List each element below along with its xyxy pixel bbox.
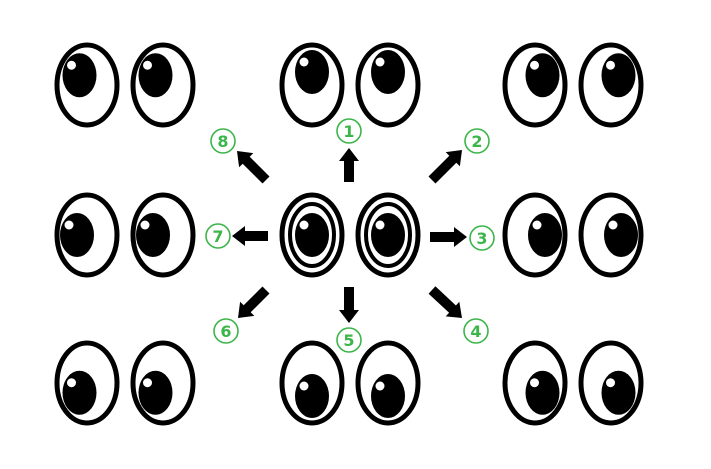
eyes-looking-right bbox=[502, 192, 644, 278]
pupil bbox=[295, 374, 329, 418]
pupil bbox=[371, 374, 405, 418]
number-label: 1 bbox=[343, 122, 354, 141]
pupil bbox=[525, 53, 560, 98]
arrow-down-right bbox=[428, 286, 462, 318]
pupil bbox=[62, 370, 97, 415]
number-circle bbox=[464, 128, 490, 154]
direction-number-2: 2 bbox=[464, 128, 490, 154]
eyes-looking-down-right bbox=[502, 340, 644, 426]
direction-number-8: 8 bbox=[210, 128, 236, 154]
number-circle bbox=[463, 318, 489, 344]
pupil-highlight bbox=[299, 220, 309, 230]
number-label: 6 bbox=[220, 322, 231, 341]
eye-left bbox=[279, 42, 345, 128]
pupil-highlight bbox=[375, 381, 385, 391]
pupil-highlight bbox=[143, 378, 152, 388]
pupil-highlight bbox=[530, 378, 539, 388]
pupil bbox=[601, 53, 636, 98]
pupil bbox=[138, 370, 173, 415]
direction-number-6: 6 bbox=[213, 318, 239, 344]
arrow-up-left bbox=[237, 151, 270, 184]
pupil-highlight bbox=[299, 57, 309, 67]
eye-left bbox=[502, 340, 568, 426]
pupil-highlight bbox=[67, 378, 76, 388]
eye-right bbox=[130, 340, 196, 426]
eye-left bbox=[502, 42, 568, 128]
pupil bbox=[136, 213, 170, 257]
pupil bbox=[295, 213, 329, 257]
eye-right bbox=[578, 192, 644, 278]
pupil bbox=[138, 53, 173, 98]
pupil bbox=[371, 50, 405, 94]
direction-number-5: 5 bbox=[336, 327, 362, 353]
direction-number-3: 3 bbox=[469, 225, 495, 251]
eyes-looking-up-right bbox=[502, 42, 644, 128]
pupil bbox=[525, 370, 560, 415]
pupil-highlight bbox=[606, 60, 615, 70]
arrow-down-left bbox=[238, 286, 270, 318]
eye-left bbox=[279, 340, 345, 426]
number-label: 5 bbox=[343, 331, 354, 350]
eyes-looking-straight bbox=[279, 192, 421, 278]
eye-right bbox=[355, 192, 421, 278]
number-label: 2 bbox=[471, 132, 482, 151]
pupil bbox=[528, 213, 562, 257]
pupil-highlight bbox=[375, 57, 385, 67]
pupil bbox=[371, 213, 405, 257]
eye-left bbox=[279, 192, 345, 278]
eye-left bbox=[54, 340, 120, 426]
direction-number-1: 1 bbox=[336, 118, 362, 144]
pupil-highlight bbox=[64, 220, 74, 230]
number-circle bbox=[213, 318, 239, 344]
eye-right bbox=[578, 340, 644, 426]
pupil-highlight bbox=[299, 381, 309, 391]
number-circle bbox=[205, 223, 231, 249]
pupil bbox=[601, 370, 636, 415]
pupil-highlight bbox=[530, 60, 539, 70]
number-label: 7 bbox=[212, 227, 223, 246]
pupil-highlight bbox=[606, 378, 615, 388]
pupil bbox=[295, 50, 329, 94]
eye-right bbox=[355, 340, 421, 426]
pupil bbox=[60, 213, 94, 257]
eyes-looking-down-left bbox=[54, 340, 196, 426]
direction-number-4: 4 bbox=[463, 318, 489, 344]
eyes-looking-down bbox=[279, 340, 421, 426]
eye-left bbox=[54, 192, 120, 278]
number-label: 3 bbox=[476, 229, 487, 248]
arrow-right bbox=[430, 227, 467, 247]
direction-number-7: 7 bbox=[205, 223, 231, 249]
pupil-highlight bbox=[608, 220, 618, 230]
eyes-looking-up bbox=[279, 42, 421, 128]
pupil bbox=[62, 53, 97, 98]
pupil-highlight bbox=[67, 60, 76, 70]
eye-right bbox=[355, 42, 421, 128]
number-circle bbox=[469, 225, 495, 251]
eyes-looking-left bbox=[54, 192, 196, 278]
eye-inner-ring bbox=[288, 202, 336, 268]
arrow-up-right bbox=[428, 150, 462, 184]
arrow-left bbox=[232, 226, 268, 246]
pupil-highlight bbox=[140, 220, 150, 230]
number-circle bbox=[210, 128, 236, 154]
eye-right bbox=[130, 42, 196, 128]
pupil-highlight bbox=[375, 220, 385, 230]
number-circle bbox=[336, 118, 362, 144]
eyes-looking-up-left bbox=[54, 42, 196, 128]
number-label: 4 bbox=[470, 322, 481, 341]
pupil-highlight bbox=[532, 220, 542, 230]
pupil-highlight bbox=[143, 60, 152, 70]
pupil bbox=[604, 213, 638, 257]
number-label: 8 bbox=[217, 132, 228, 151]
eye-left bbox=[502, 192, 568, 278]
arrow-up bbox=[339, 148, 359, 182]
number-circle bbox=[336, 327, 362, 353]
arrow-down bbox=[339, 287, 359, 323]
eye-right bbox=[130, 192, 196, 278]
eye-inner-ring bbox=[364, 202, 412, 268]
eye-left bbox=[54, 42, 120, 128]
eye-right bbox=[578, 42, 644, 128]
